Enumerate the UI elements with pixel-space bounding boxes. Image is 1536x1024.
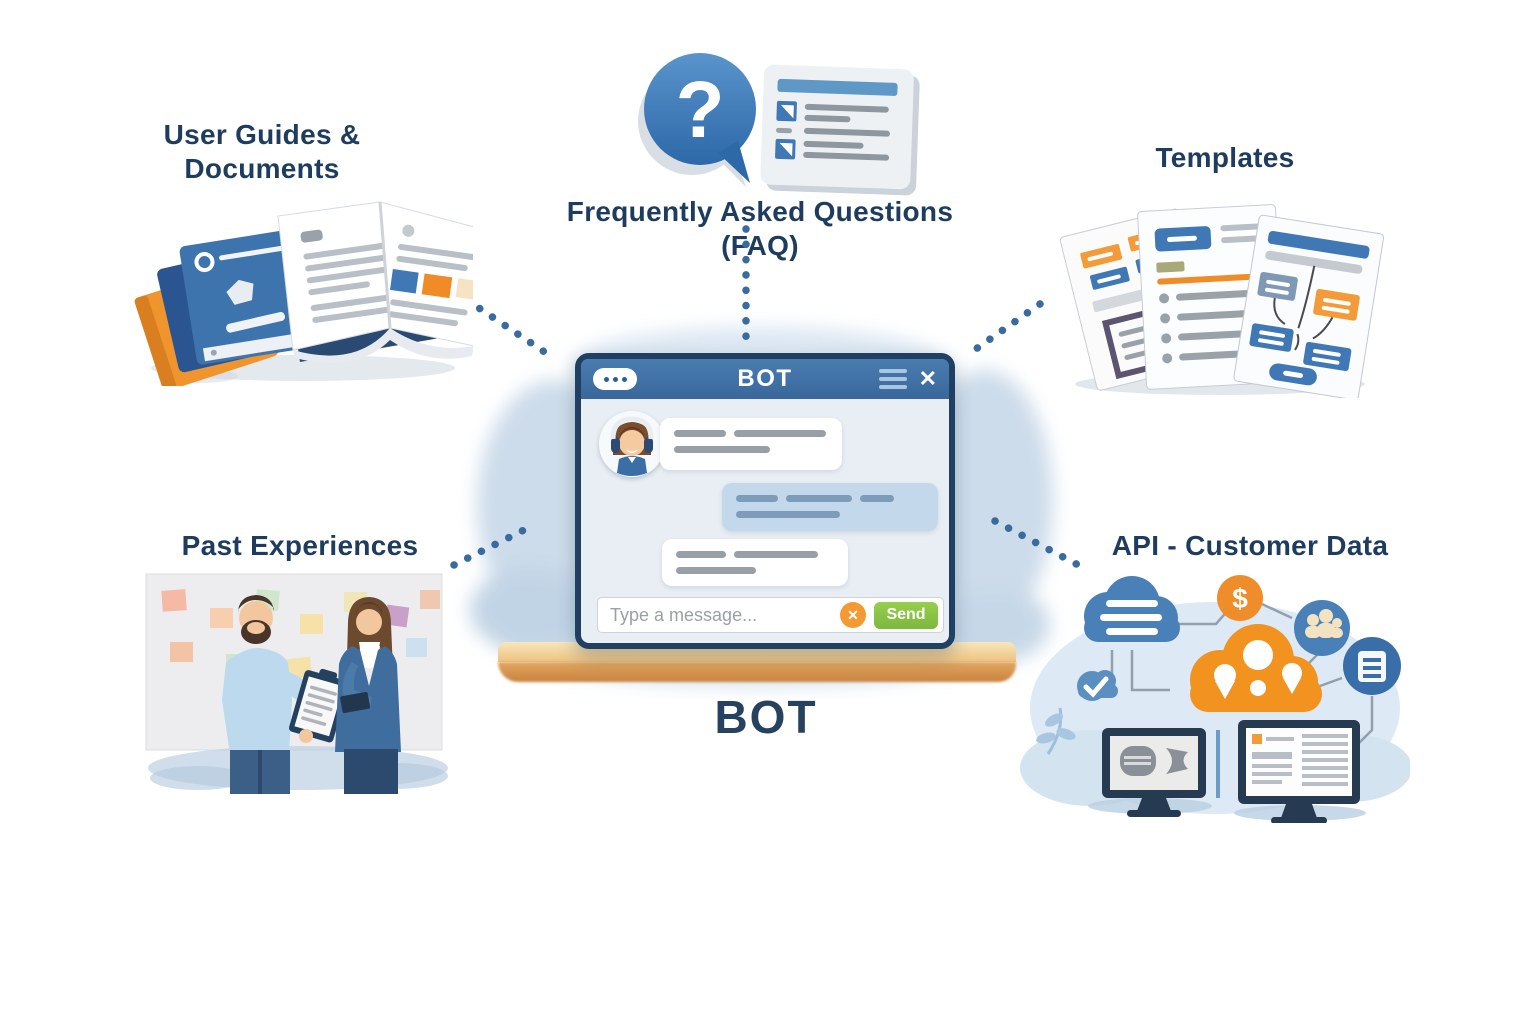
- bot-message-bubble: [660, 418, 842, 470]
- faq-label: Frequently Asked Questions (FAQ): [566, 196, 954, 262]
- api-illustration: $: [1020, 575, 1410, 823]
- connector-templates: [962, 300, 1044, 360]
- chat-titlebar: BOT ✕: [581, 359, 949, 399]
- past-experiences-illustration: [145, 573, 448, 794]
- connector-past-experiences: [450, 521, 538, 569]
- check-cloud-icon: [1077, 670, 1118, 701]
- leaves-decoration: [1036, 707, 1076, 755]
- send-button[interactable]: Send: [874, 601, 938, 629]
- user-guides-label: User Guides & Documents: [163, 119, 361, 185]
- open-book: [277, 201, 473, 364]
- chat-body: ✕ Send: [581, 399, 949, 643]
- monitor-left: [1102, 728, 1206, 817]
- connector-api: [991, 517, 1086, 571]
- svg-text:$: $: [1232, 583, 1248, 614]
- menu-icon[interactable]: [878, 369, 907, 389]
- api-customer-data-label: API - Customer Data: [1111, 530, 1389, 561]
- close-icon[interactable]: ✕: [918, 366, 937, 391]
- template-page-flowchart: [1233, 214, 1385, 398]
- clipboard-icon: [288, 668, 349, 743]
- faq-icon: ?: [638, 53, 920, 196]
- bot-message-bubble: [662, 539, 848, 586]
- chat-window: BOT ✕: [575, 353, 955, 649]
- man-figure: [222, 595, 349, 794]
- cloud-database-icon: [1084, 576, 1180, 642]
- woman-figure: [335, 597, 401, 794]
- question-bubble-icon: ?: [644, 53, 756, 183]
- templates-illustration: [1059, 204, 1385, 398]
- user-guides-illustration: [134, 201, 473, 386]
- document-circle-icon: [1343, 637, 1401, 695]
- svg-text:?: ?: [676, 65, 725, 154]
- bot-caption: BOT: [714, 691, 818, 743]
- message-input-row: ✕ Send: [597, 597, 944, 633]
- clear-input-icon[interactable]: ✕: [840, 602, 866, 628]
- templates-label: Templates: [1155, 142, 1295, 173]
- user-message-bubble: [722, 483, 938, 531]
- dollar-icon: $: [1217, 575, 1263, 621]
- customers-icon: [1294, 600, 1350, 656]
- bot-avatar: [599, 411, 665, 477]
- monitor-right: [1238, 720, 1360, 823]
- connector-user-guides: [463, 296, 556, 361]
- chat-indicator-icon: [593, 368, 637, 390]
- past-experiences-label: Past Experiences: [181, 530, 419, 561]
- faq-checklist-card: [760, 64, 920, 196]
- orange-cloud-locations-icon: [1190, 624, 1322, 712]
- chat-window-title: BOT: [737, 365, 793, 392]
- message-input[interactable]: [608, 603, 832, 627]
